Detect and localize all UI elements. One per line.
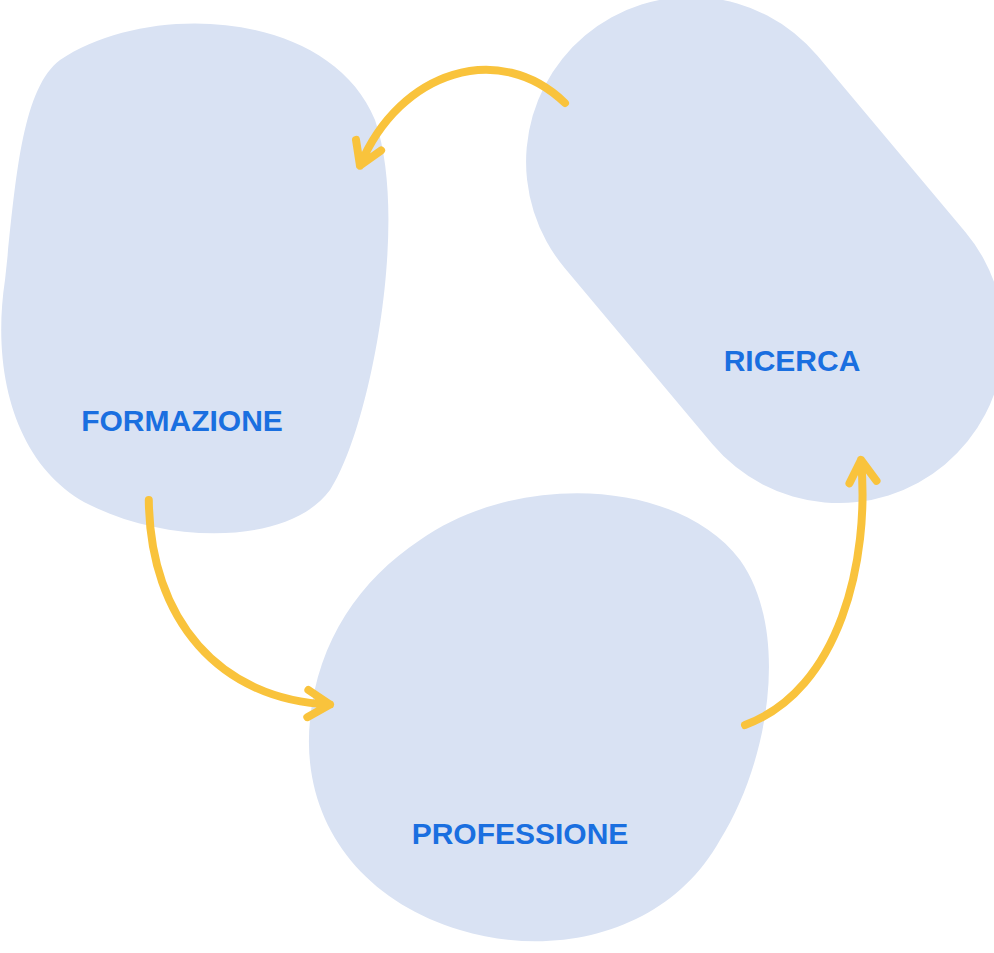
blob-node: FORMAZIONE [30,60,360,500]
node-label: FORMAZIONE [81,404,283,437]
blob-node: RICERCA [565,40,965,460]
arrow-path [149,500,330,717]
blob-node: PROFESSIONE [330,520,745,930]
tablet-icon [459,0,994,571]
briefcase-icon [309,493,769,941]
blob-shape [565,40,965,460]
node-label: PROFESSIONE [412,817,629,850]
blob-shape [330,520,745,930]
node-label: RICERCA [724,344,861,377]
graduation-icon [1,24,388,534]
curved-arrow [149,500,330,717]
